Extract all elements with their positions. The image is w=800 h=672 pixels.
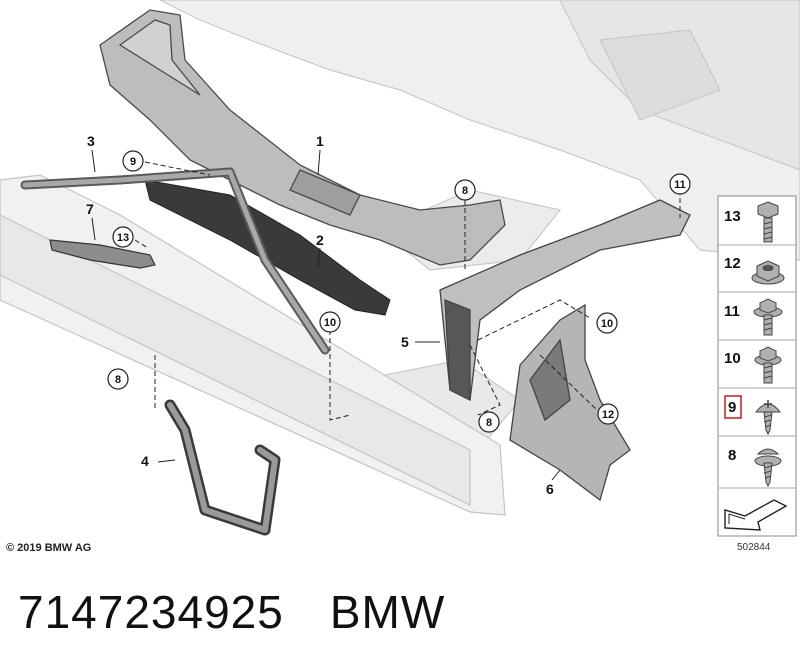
callout-2: 2 (316, 232, 324, 248)
leader-lines (91, 149, 561, 481)
bolt-11-icon (753, 298, 783, 336)
legend-label-13: 13 (724, 208, 741, 225)
callout-5: 5 (401, 334, 409, 350)
circle-10-left (319, 311, 341, 333)
circle-8-left-label: 8 (115, 374, 121, 386)
parts-diagram: 1 2 3 4 5 6 7 9 13 8 11 10 10 8 8 12 (0, 0, 800, 537)
callout-7: 7 (86, 201, 94, 217)
circle-10-right-label: 10 (601, 318, 613, 330)
circled-callouts (107, 150, 691, 433)
legend-label-8: 8 (728, 447, 736, 464)
assembly-lines (134, 161, 681, 421)
footer-caption: 7147234925 BMW (18, 585, 445, 639)
part-6-bracket (509, 303, 631, 502)
part-number: 7147234925 (18, 586, 284, 638)
legend-frame (717, 195, 797, 537)
circle-8-mid-label: 8 (486, 417, 492, 429)
callout-4: 4 (141, 453, 149, 469)
circle-13-label: 13 (117, 232, 129, 244)
callout-6: 6 (546, 481, 554, 497)
circle-11-label: 11 (674, 179, 686, 191)
nut-12-icon (751, 260, 785, 285)
callout-numbers: 1 2 3 4 5 6 7 (86, 133, 554, 497)
direction-arrow-icon (724, 499, 788, 531)
legend-label-10: 10 (724, 350, 741, 367)
callout-1: 1 (316, 133, 324, 149)
part-1-upper-member (99, 9, 506, 266)
circle-11 (669, 173, 691, 195)
part-4-u-bracket-highlight (167, 402, 278, 533)
circle-12 (597, 403, 619, 425)
circled-callout-labels: 9 13 8 11 10 10 8 8 12 (115, 156, 686, 429)
part-5-side-bracket (439, 199, 691, 402)
part-3-strut-highlight (22, 169, 328, 353)
legend-label-11: 11 (724, 303, 740, 320)
circle-12-label: 12 (602, 409, 614, 421)
screw-9-icon (754, 400, 782, 436)
bolt-10-icon (754, 346, 782, 384)
circle-8-top (454, 179, 476, 201)
circle-9 (122, 150, 144, 172)
circle-8-top-label: 8 (462, 185, 468, 197)
part-2-lower-bracket (144, 179, 391, 316)
callout-3: 3 (87, 133, 95, 149)
fastener-legend: 13 12 11 10 9 8 (717, 195, 797, 537)
diagram-id: 502844 (737, 542, 771, 553)
circle-8-mid (478, 411, 500, 433)
legend-label-12: 12 (724, 255, 741, 272)
part-7-small-bracket (49, 239, 156, 269)
circle-10-left-label: 10 (324, 317, 336, 329)
circle-13 (112, 226, 134, 248)
circle-9-label: 9 (130, 156, 136, 168)
brand-name: BMW (329, 586, 446, 638)
legend-label-9: 9 (728, 399, 736, 416)
circle-8-left (107, 368, 129, 390)
legend-dividers (718, 244, 796, 489)
copyright-notice: © 2019 BMW AG (6, 542, 92, 554)
legend-highlight-box (724, 395, 742, 419)
circle-10-right (596, 312, 618, 334)
part-4-u-bracket (164, 399, 281, 536)
screw-8-icon (754, 448, 782, 488)
bolt-13-icon (757, 201, 779, 243)
